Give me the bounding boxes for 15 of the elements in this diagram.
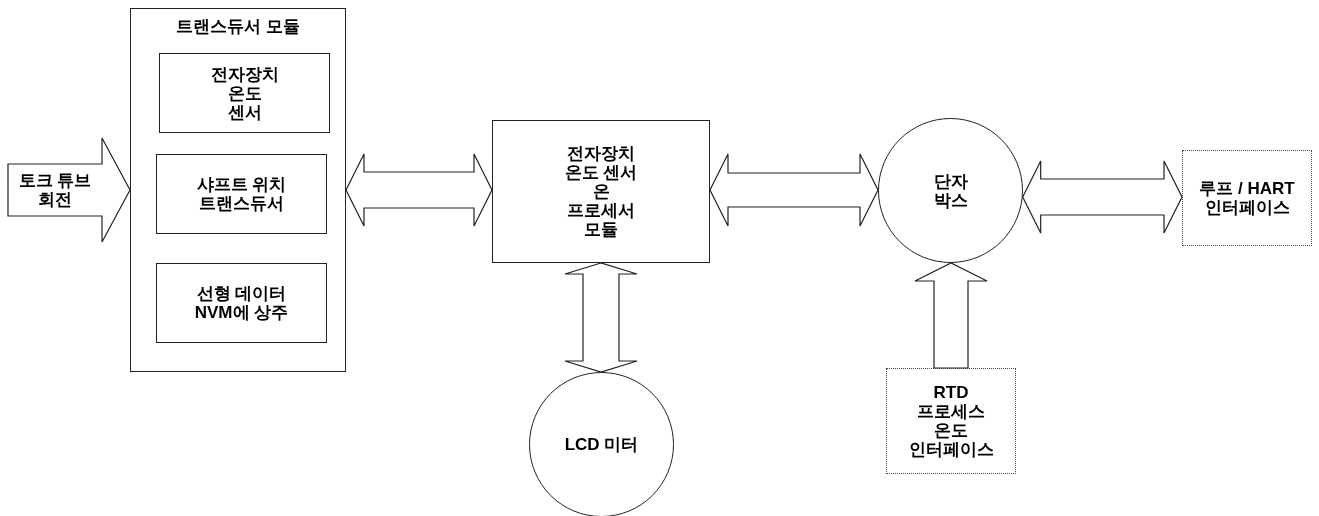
box-heading: 트랜스듀서 모듈 [175, 17, 301, 36]
block-arrow [914, 262, 988, 369]
module-box [130, 8, 346, 372]
component-box: 전자장치 온도 센서 [159, 53, 330, 133]
double-arrow [1022, 160, 1183, 234]
processor-box: 전자장치 온도 센서 온 프로세서 모듈 [492, 120, 710, 263]
component-box: 샤프트 위치 트랜스듀서 [156, 154, 327, 234]
interface-box: RTD 프로세스 온도 인터페이스 [886, 368, 1016, 474]
double-arrow [564, 262, 638, 373]
interface-box: 루프 / HART 인터페이스 [1182, 150, 1312, 246]
double-arrow [345, 153, 493, 227]
double-arrow [709, 153, 879, 227]
edge-label: 토크 튜브 회전 [17, 170, 93, 211]
component-box: 선형 데이터 NVM에 상주 [156, 263, 327, 343]
block-arrow [7, 137, 131, 243]
